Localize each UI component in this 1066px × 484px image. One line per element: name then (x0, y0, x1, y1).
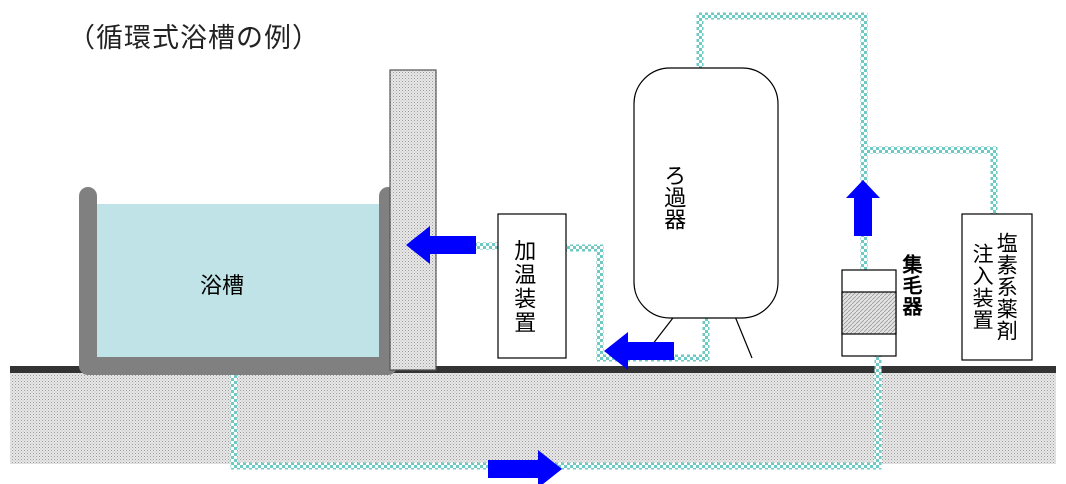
filter-vessel (633, 67, 779, 319)
ground-line (10, 366, 1056, 373)
arrow-right-icon (488, 450, 562, 484)
pipe-to-chlorine (860, 146, 998, 218)
diagram-caption: （循環式浴槽の例） (68, 23, 320, 54)
arrow-left-icon (604, 332, 674, 370)
bathtub-wall (79, 187, 397, 375)
ground (10, 372, 1056, 464)
tub-label: 浴槽 (200, 274, 245, 299)
filter-tank (633, 67, 779, 359)
chlorine-injector-box (961, 213, 1033, 361)
building-wall (389, 69, 437, 371)
flow-arrows (406, 180, 880, 484)
hair-collector (841, 269, 897, 357)
filter-label: ろ過器 (660, 164, 686, 230)
chlorine-injector-label: 塩素系薬剤注入装置 (970, 232, 1019, 342)
arrow-up-icon (846, 180, 880, 236)
heater-box (497, 213, 567, 359)
bathtub-water (90, 204, 388, 362)
hair-collector-label: 集毛器 (899, 254, 923, 317)
bathtub (79, 187, 397, 375)
heater-label: 加温装置 (510, 239, 536, 335)
arrow-left-icon (406, 226, 476, 264)
